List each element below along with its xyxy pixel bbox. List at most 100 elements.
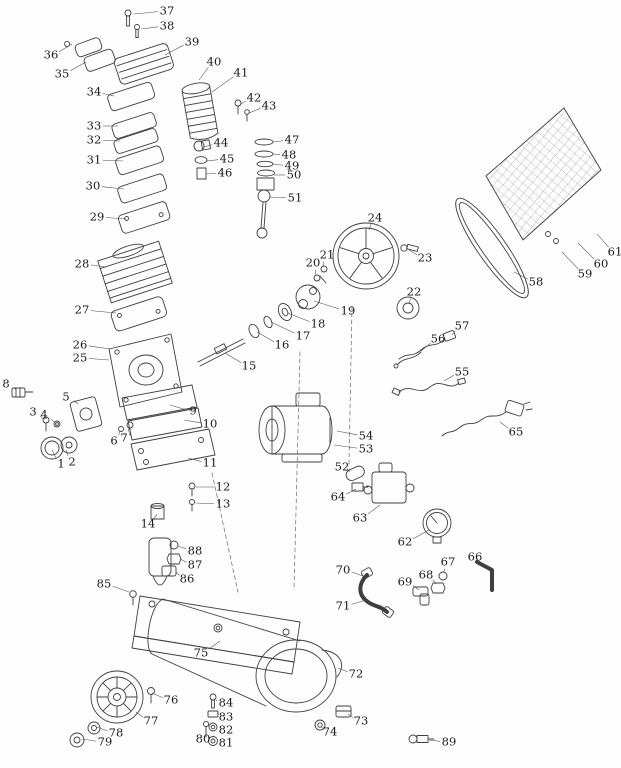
leader-line-73 bbox=[347, 713, 354, 718]
part-label-47: 47 bbox=[285, 133, 300, 147]
part-label-80: 80 bbox=[196, 732, 211, 746]
leader-line-11 bbox=[187, 457, 202, 462]
part-label-76: 76 bbox=[164, 693, 179, 707]
leader-line-68 bbox=[432, 579, 437, 585]
capacitor-drawing bbox=[345, 465, 365, 481]
part-label-85: 85 bbox=[97, 577, 112, 591]
intake-muffler-drawing bbox=[64, 37, 116, 72]
leader-line-75 bbox=[208, 640, 221, 650]
piston-rings-drawing bbox=[254, 138, 275, 191]
leader-line-41 bbox=[211, 76, 234, 93]
leader-line-23 bbox=[408, 249, 418, 256]
leader-line-35 bbox=[69, 61, 87, 72]
part-label-5: 5 bbox=[62, 390, 69, 404]
outlet-pipe-drawing bbox=[475, 560, 494, 592]
leader-line-29 bbox=[105, 217, 127, 220]
part-label-45: 45 bbox=[220, 152, 235, 166]
leader-line-9 bbox=[169, 404, 185, 410]
part-label-35: 35 bbox=[55, 67, 70, 81]
part-label-16: 16 bbox=[275, 338, 290, 352]
part-label-7: 7 bbox=[120, 431, 127, 445]
part-label-28: 28 bbox=[75, 257, 90, 271]
alignment-dashed-lines bbox=[211, 305, 353, 593]
leader-line-44 bbox=[203, 144, 213, 148]
side-plate-drawing bbox=[69, 396, 103, 432]
part-label-22: 22 bbox=[407, 285, 422, 299]
part-label-2: 2 bbox=[68, 455, 75, 469]
part-label-39: 39 bbox=[185, 35, 200, 49]
leader-line-8 bbox=[13, 387, 17, 391]
part-label-29: 29 bbox=[90, 210, 105, 224]
tank-platform-drawing bbox=[131, 595, 301, 675]
part-label-13: 13 bbox=[216, 497, 231, 511]
pressure-switch-drawing bbox=[351, 462, 415, 504]
part-label-3: 3 bbox=[29, 405, 36, 419]
cylinder-gasket-drawing bbox=[110, 296, 167, 332]
part-label-73: 73 bbox=[354, 714, 369, 728]
part-label-42: 42 bbox=[247, 91, 262, 105]
leader-line-45 bbox=[206, 159, 219, 162]
part-label-55: 55 bbox=[455, 365, 470, 379]
part-label-59: 59 bbox=[578, 267, 593, 281]
part-label-83: 83 bbox=[219, 710, 234, 724]
part-label-86: 86 bbox=[180, 572, 195, 586]
part-label-69: 69 bbox=[398, 575, 413, 589]
leader-line-47 bbox=[272, 140, 284, 143]
part-label-23: 23 bbox=[418, 251, 433, 265]
leader-line-18 bbox=[287, 312, 310, 322]
part-label-84: 84 bbox=[219, 696, 234, 710]
leader-line-55 bbox=[443, 374, 455, 382]
leader-line-51 bbox=[269, 196, 287, 198]
leader-line-36 bbox=[58, 43, 73, 52]
leader-line-34 bbox=[102, 93, 115, 97]
part-label-38: 38 bbox=[160, 19, 175, 33]
leader-line-62 bbox=[412, 529, 430, 540]
part-label-4: 4 bbox=[40, 408, 47, 422]
part-label-53: 53 bbox=[359, 442, 374, 456]
leader-line-2 bbox=[65, 449, 69, 456]
leader-line-56 bbox=[420, 342, 431, 352]
leader-line-28 bbox=[90, 264, 107, 268]
fitting-8-drawing bbox=[11, 387, 34, 398]
part-label-52: 52 bbox=[335, 460, 350, 474]
part-label-70: 70 bbox=[336, 563, 351, 577]
part-label-89: 89 bbox=[442, 735, 457, 749]
leader-line-65 bbox=[499, 421, 509, 429]
wire-harness-drawing bbox=[391, 330, 467, 396]
leader-line-14 bbox=[153, 513, 158, 519]
leader-line-70 bbox=[351, 571, 364, 577]
valve-parts-drawing bbox=[193, 140, 208, 180]
leader-line-13 bbox=[195, 502, 215, 505]
part-label-61: 61 bbox=[608, 245, 621, 259]
part-label-33: 33 bbox=[87, 119, 102, 133]
leader-line-48 bbox=[272, 153, 281, 155]
part-label-79: 79 bbox=[98, 735, 113, 749]
part-label-58: 58 bbox=[529, 275, 544, 289]
part-label-75: 75 bbox=[194, 646, 209, 660]
leader-line-61 bbox=[596, 233, 609, 248]
part-label-67: 67 bbox=[441, 555, 456, 569]
part-label-87: 87 bbox=[188, 558, 203, 572]
leader-line-69 bbox=[412, 585, 420, 591]
leader-line-3 bbox=[40, 415, 44, 420]
tank-drawing bbox=[147, 598, 342, 713]
condenser-grid-drawing bbox=[485, 107, 602, 244]
power-cord-drawing bbox=[441, 399, 533, 437]
part-label-82: 82 bbox=[219, 723, 234, 737]
leader-line-88 bbox=[177, 545, 187, 550]
bolt-20-21-drawing bbox=[313, 265, 328, 284]
part-label-1: 1 bbox=[57, 457, 64, 471]
leader-line-63 bbox=[367, 504, 381, 515]
belt-drawing bbox=[455, 197, 529, 299]
part-label-78: 78 bbox=[109, 726, 124, 740]
part-label-24: 24 bbox=[368, 211, 383, 225]
leader-line-77 bbox=[135, 711, 144, 718]
part-label-27: 27 bbox=[75, 303, 90, 317]
part-label-64: 64 bbox=[331, 490, 346, 504]
leader-line-37 bbox=[133, 11, 159, 15]
bolt-42-43-drawing bbox=[234, 99, 250, 122]
bolt-23-drawing bbox=[400, 243, 419, 252]
leader-line-20 bbox=[314, 269, 317, 276]
